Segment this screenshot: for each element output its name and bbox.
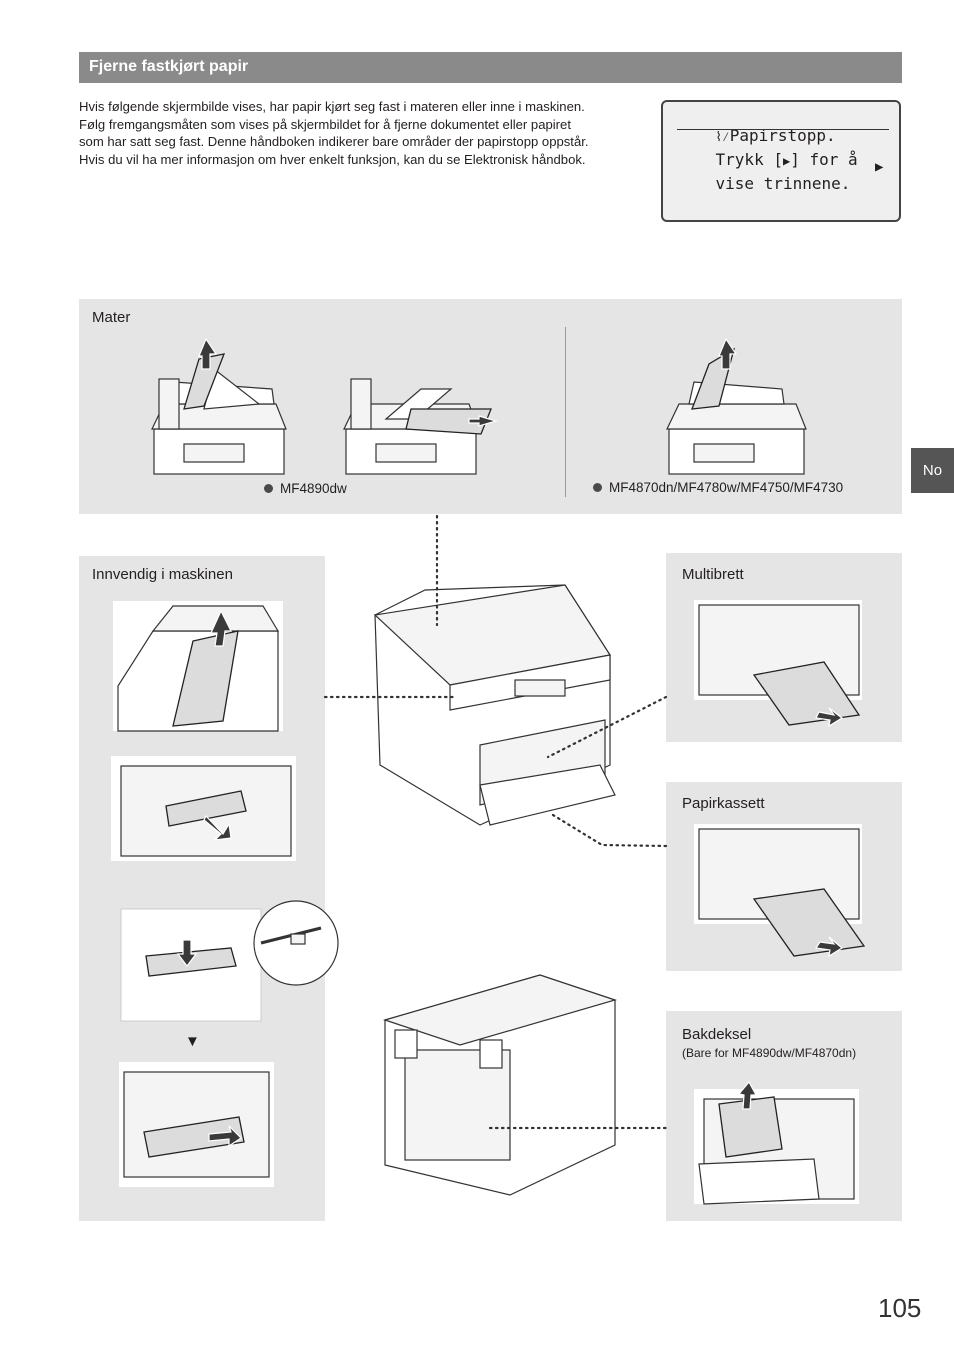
intro-line: Hvis følgende skjermbilde vises, har pap… [79, 99, 585, 114]
lcd-line-1: Papirstopp. [729, 126, 836, 145]
multibrett-illustration [694, 600, 862, 728]
printer-back-illustration [382, 974, 618, 1196]
intro-line: som har satt seg fast. Denne håndboken i… [79, 134, 589, 150]
inside-label: Innvendig i maskinen [92, 566, 233, 583]
next-arrow-icon: ▶ [875, 159, 884, 175]
lcd-line-2-end: ] for å [790, 150, 858, 169]
language-tab: No [911, 448, 954, 493]
panel-divider [565, 327, 566, 497]
lcd-line-3: vise trinnene. [715, 174, 851, 193]
feeder-open-illustration [151, 337, 287, 475]
printer-front-illustration [373, 584, 616, 826]
multibrett-label: Multibrett [682, 566, 744, 583]
bakdeksel-label: Bakdeksel [682, 1026, 752, 1043]
papirkassett-illustration [694, 824, 866, 958]
mater-panel: Mater MF4890dw MF4870dn/MF4780w/MF4750/M… [79, 299, 902, 514]
bullet-icon [593, 483, 602, 492]
multibrett-panel: Multibrett [666, 553, 902, 742]
feeder-open-illustration-2 [666, 337, 807, 475]
lcd-divider [677, 129, 889, 130]
right-triangle-icon: ▶ [782, 154, 791, 168]
inside-roller-illustration [120, 900, 339, 1022]
lcd-line-2: Trykk [ [715, 150, 783, 169]
model-label-left: MF4890dw [264, 481, 347, 496]
model-label-right: MF4870dn/MF4780w/MF4750/MF4730 [593, 480, 843, 495]
inside-pull-paper-illustration [119, 1062, 274, 1187]
section-header-bar: Fjerne fastkjørt papir [79, 52, 902, 83]
intro-line: Hvis du vil ha mer informasjon om hver e… [79, 151, 586, 167]
page-number: 105 [878, 1293, 922, 1323]
step-down-arrow: ▼ [185, 1033, 200, 1050]
bakdeksel-note: (Bare for MF4890dw/MF4870dn) [682, 1046, 857, 1060]
papirkassett-panel: Papirkassett [666, 782, 902, 971]
bakdeksel-panel: Bakdeksel (Bare for MF4890dw/MF4870dn) [666, 1011, 902, 1221]
paper-jam-icon: ⌇⁄ [715, 130, 730, 145]
inside-cartridge-illustration [111, 756, 296, 861]
inside-panel: Innvendig i maskinen ▼ [79, 556, 339, 1221]
inside-cover-illustration [113, 601, 283, 732]
feeder-tray-illustration [343, 378, 499, 475]
lcd-screen: ⌇⁄Papirstopp. Trykk [▶] for å vise trinn… [661, 100, 901, 222]
intro-line: Følg fremgangsmåten som vises på skjermb… [79, 116, 571, 132]
intro-text: Hvis følgende skjermbilde vises, har pap… [79, 98, 651, 168]
papirkassett-label: Papirkassett [682, 795, 765, 812]
section-title: Fjerne fastkjørt papir [89, 58, 249, 75]
bullet-icon [264, 484, 273, 493]
bakdeksel-illustration [694, 1080, 859, 1205]
mater-label: Mater [92, 309, 131, 326]
